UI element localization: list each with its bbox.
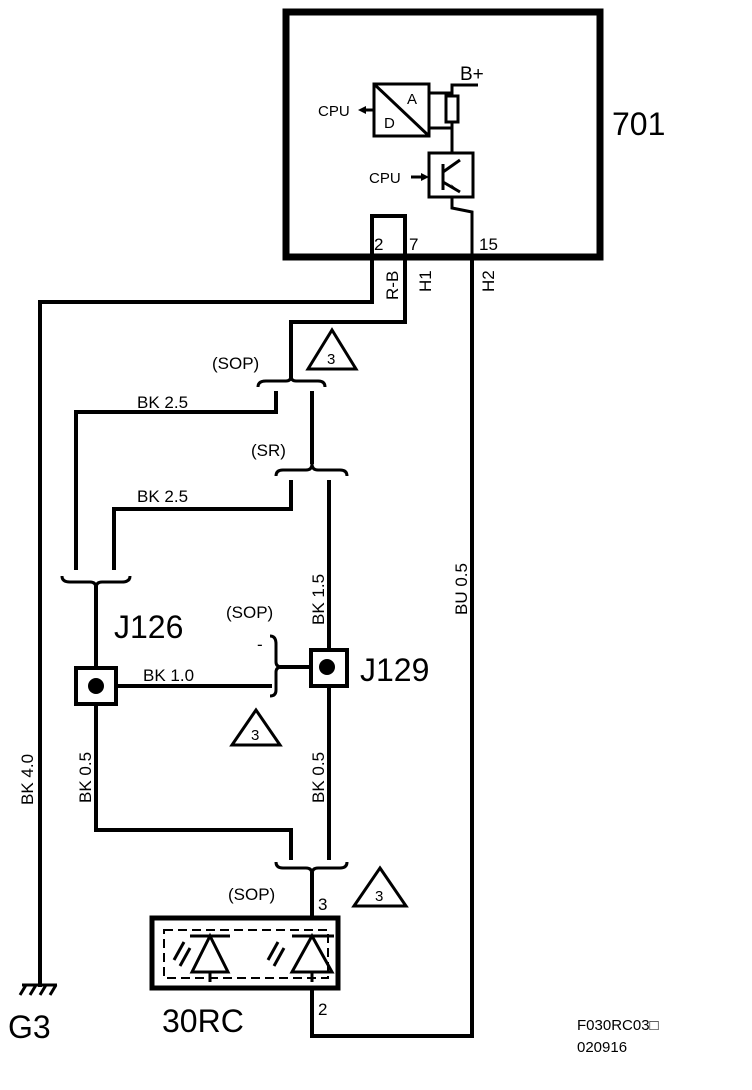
wire-h2-label: H2 <box>479 270 498 292</box>
lamp-pin-3: 3 <box>318 895 327 914</box>
transistor-collector <box>442 158 461 174</box>
splice-sr-label: (SR) <box>251 441 286 460</box>
splice-sr-bracket <box>274 463 349 477</box>
wire-bk10-label: BK 1.0 <box>143 666 194 685</box>
splice-sop1-bracket <box>256 375 327 388</box>
ad-a-label: A <box>407 91 417 108</box>
diagram-date: 020916 <box>577 1039 627 1056</box>
wire-bk25-lower-label: BK 2.5 <box>137 487 188 506</box>
led-left <box>172 932 231 982</box>
splice-sop2-label: (SOP) <box>226 603 273 622</box>
wire-bk25-lower <box>112 480 293 570</box>
ecu-pin-7: 7 <box>409 235 418 254</box>
ground-g3-label: G3 <box>8 1009 51 1045</box>
splice-sop3-label: (SOP) <box>228 885 275 904</box>
ground-symbol <box>18 983 58 996</box>
pullup-resistor <box>444 94 460 124</box>
wire-bk25-upper-label: BK 2.5 <box>137 393 188 412</box>
j129-label: J129 <box>360 652 429 688</box>
wire-h1 <box>289 255 407 379</box>
note-triangle-1-num: 3 <box>327 351 335 368</box>
supply-wire <box>450 83 478 96</box>
ground-wire-bk40 <box>38 255 374 987</box>
ecu-701-label: 701 <box>612 106 665 142</box>
cpu-out-arrow <box>358 106 366 114</box>
wire-bk25-upper <box>74 391 278 570</box>
led-right <box>266 932 335 982</box>
note-triangle-2-num: 3 <box>251 727 259 744</box>
diagram-code: F030RC03□ <box>577 1017 659 1034</box>
wire-bu05-h2 <box>310 255 474 1038</box>
pin2-7-loop <box>370 214 407 259</box>
splice-sop1-label: (SOP) <box>212 354 259 373</box>
resistor-to-ad <box>429 91 454 96</box>
cpu-out-label: CPU <box>318 103 350 120</box>
note-triangle-2 <box>229 707 283 747</box>
wire-bk05-left-label: BK 0.5 <box>76 752 95 803</box>
lamp-30rc-box <box>149 915 341 991</box>
ecu-701-box <box>282 8 604 261</box>
wire-bk05-left <box>94 702 293 860</box>
ecu-pin-2: 2 <box>374 235 383 254</box>
transistor-box <box>427 151 475 199</box>
j126-splice-dot <box>88 678 104 694</box>
supply-label: B+ <box>460 64 484 85</box>
ad-converter-diagonal <box>372 82 431 138</box>
j126-label: J126 <box>114 609 183 645</box>
note-triangle-3-num: 3 <box>375 888 383 905</box>
wire-rb-label: R-B <box>383 271 402 300</box>
sop2-minus: - <box>257 635 263 654</box>
transistor-to-pin15 <box>450 197 474 257</box>
lamp-30rc-label: 30RC <box>162 1003 244 1039</box>
lamp-pin-2: 2 <box>318 1000 327 1019</box>
cpu-in-label: CPU <box>369 170 401 187</box>
note-triangle-3 <box>351 865 409 908</box>
ecu-pin-15: 15 <box>479 235 498 254</box>
wire-bk40-label: BK 4.0 <box>18 754 37 805</box>
ad-d-label: D <box>384 115 395 132</box>
wire-bk05-right-label: BK 0.5 <box>309 752 328 803</box>
wire-bu05-label: BU 0.5 <box>452 563 471 615</box>
lamp-inner-dashed <box>163 929 329 979</box>
note-triangle-1 <box>305 327 359 371</box>
transistor-emitter-arrow <box>451 184 460 192</box>
wire-bk15-label: BK 1.5 <box>309 574 328 625</box>
cpu-in-arrow <box>421 173 429 181</box>
j129-splice-dot <box>319 659 335 675</box>
wire-h1-label: H1 <box>416 270 435 292</box>
